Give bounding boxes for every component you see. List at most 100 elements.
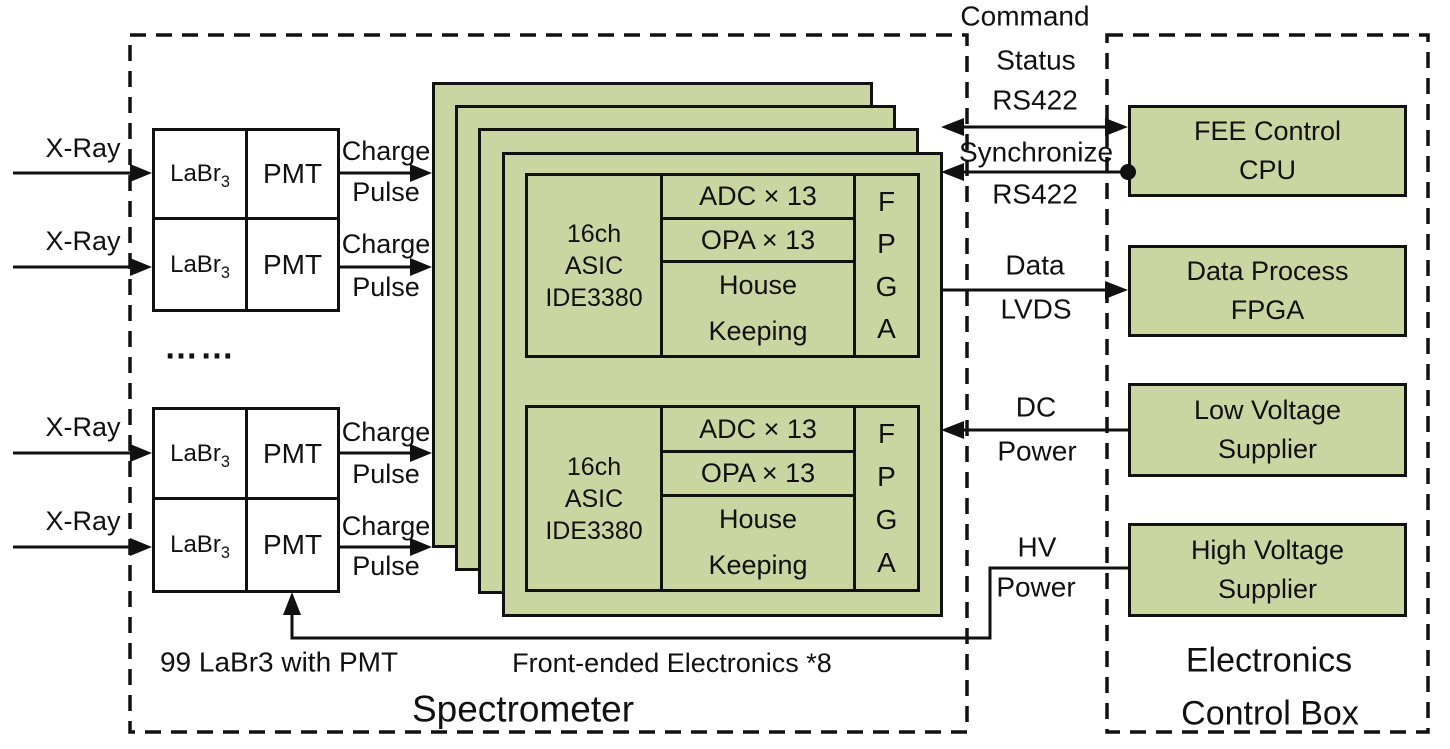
xray-arrowhead <box>130 164 152 182</box>
asic-block-1: 16ch ASIC IDE3380 ADC × 13 OPA × 13 Hous… <box>525 173 920 358</box>
housekeeping-line2: Keeping <box>708 316 808 347</box>
pulse-label: Pulse <box>352 177 420 208</box>
housekeeping-line2: Keeping <box>708 550 808 581</box>
fpga-column: F P G A <box>853 176 917 355</box>
xray-label: X-Ray <box>45 412 121 443</box>
asic-middle-column: ADC × 13 OPA × 13 House Keeping <box>663 176 853 355</box>
command-status-arrowhead-right <box>1105 118 1128 136</box>
detector-cell-pmt: PMT <box>248 131 337 220</box>
data-process-fpga-box: Data Process FPGA <box>1128 245 1407 337</box>
housekeeping-line1: House <box>718 504 798 535</box>
dc-label: DC <box>1015 391 1057 423</box>
asic-middle-column: ADC × 13 OPA × 13 House Keeping <box>663 408 853 589</box>
hv-label: HV <box>1017 531 1057 563</box>
charge-label: Charge <box>341 511 431 542</box>
fpga-letter: F <box>877 418 896 450</box>
fee-control-cpu-box: FEE Control CPU <box>1128 105 1407 197</box>
housekeeping-line1: House <box>718 270 798 301</box>
charge-label: Charge <box>341 229 431 260</box>
crystal-subscript: 3 <box>220 263 230 282</box>
rs422-label: RS422 <box>992 84 1078 116</box>
unit-label-line2: Supplier <box>1217 574 1318 604</box>
detector-ellipsis-dots: …… <box>164 328 236 367</box>
crystal-label: LaBr <box>170 531 221 558</box>
status-label: Status <box>996 44 1076 76</box>
command-status-arrowhead-left <box>941 118 964 136</box>
xray-label: X-Ray <box>45 506 121 537</box>
detector-cell-crystal: LaBr3 <box>155 410 248 500</box>
low-voltage-supplier-box: Low Voltage Supplier <box>1128 383 1407 477</box>
asic-block-2: 16ch ASIC IDE3380 ADC × 13 OPA × 13 Hous… <box>525 405 920 592</box>
fpga-column: F P G A <box>853 408 917 589</box>
crystal-label: LaBr <box>170 160 221 187</box>
asic-chip-line3: IDE3380 <box>545 516 643 545</box>
data-lvds-arrowhead <box>1105 281 1128 299</box>
dc-power-arrowhead <box>941 421 964 439</box>
fpga-letter: A <box>877 312 896 344</box>
control-box-title-line1: Electronics <box>1185 641 1353 680</box>
crystal-label: LaBr <box>170 250 221 278</box>
asic-chip-line3: IDE3380 <box>545 283 643 312</box>
fpga-letter: G <box>875 270 898 302</box>
data-label: Data <box>1005 249 1065 281</box>
detector-cell-crystal: LaBr3 <box>155 220 248 309</box>
xray-arrowhead <box>130 258 152 276</box>
unit-label-line1: Low Voltage <box>1193 394 1342 425</box>
detector-cell-pmt: PMT <box>248 410 337 500</box>
fpga-letter: P <box>877 461 896 493</box>
crystal-subscript: 3 <box>220 172 230 191</box>
command-label: Command <box>960 0 1090 32</box>
detector-cell-crystal: LaBr3 <box>155 500 248 590</box>
xray-arrowhead <box>130 538 152 556</box>
detector-count-caption: 99 LaBr3 with PMT <box>159 646 399 678</box>
high-voltage-supplier-box: High Voltage Supplier <box>1128 523 1407 617</box>
unit-label-line2: FPGA <box>1230 295 1305 325</box>
asic-chip-line2: ASIC <box>564 484 624 513</box>
rs422-label: RS422 <box>992 178 1078 210</box>
unit-label-line1: High Voltage <box>1190 534 1345 565</box>
asic-chip-line1: 16ch <box>566 452 622 481</box>
crystal-subscript: 3 <box>220 452 230 471</box>
unit-label-line1: FEE Control <box>1193 115 1342 146</box>
power-label: Power <box>996 571 1076 603</box>
unit-label-line2: CPU <box>1238 155 1296 185</box>
detector-cell-pmt: PMT <box>262 248 323 280</box>
charge-label: Charge <box>341 136 431 167</box>
opa-row: OPA × 13 <box>663 220 853 264</box>
xray-arrowhead <box>130 444 152 462</box>
control-box-title-line2: Control Box <box>1181 694 1359 733</box>
fee-count-caption: Front-ended Electronics *8 <box>512 648 832 679</box>
housekeeping-row: House Keeping <box>663 263 853 355</box>
fpga-letter: A <box>877 546 896 578</box>
xray-label: X-Ray <box>45 226 121 257</box>
fpga-letter: G <box>875 503 898 535</box>
adc-row: ADC × 13 <box>663 176 853 221</box>
opa-row: OPA × 13 <box>663 453 853 498</box>
fpga-letter: P <box>877 228 896 260</box>
xray-label: X-Ray <box>45 133 121 164</box>
detector-array-bottom: LaBr3 PMT LaBr3 PMT <box>152 407 340 593</box>
pulse-label: Pulse <box>352 459 420 490</box>
asic-chip-line1: 16ch <box>566 219 622 248</box>
detector-cell-crystal: LaBr3 <box>155 131 248 220</box>
synchronize-label: Synchronize <box>958 136 1114 168</box>
adc-row: ADC × 13 <box>663 408 853 454</box>
crystal-subscript: 3 <box>220 543 230 562</box>
fpga-letter: F <box>877 186 896 218</box>
asic-chip-label: 16ch ASIC IDE3380 <box>528 408 663 589</box>
detector-array-top: LaBr3 PMT LaBr3 PMT <box>152 128 340 312</box>
housekeeping-row: House Keeping <box>663 497 853 589</box>
charge-label: Charge <box>341 417 431 448</box>
power-label: Power <box>997 435 1077 467</box>
asic-chip-line2: ASIC <box>564 251 624 280</box>
lvds-label: LVDS <box>1000 293 1072 325</box>
detector-cell-pmt: PMT <box>262 529 323 560</box>
unit-label-line1: Data Process <box>1186 255 1349 286</box>
crystal-label: LaBr <box>170 439 221 467</box>
unit-label-line2: Supplier <box>1217 434 1318 464</box>
pulse-label: Pulse <box>352 272 420 303</box>
pulse-label: Pulse <box>352 551 420 582</box>
asic-chip-label: 16ch ASIC IDE3380 <box>528 176 663 355</box>
spectrometer-title: Spectrometer <box>411 688 635 730</box>
